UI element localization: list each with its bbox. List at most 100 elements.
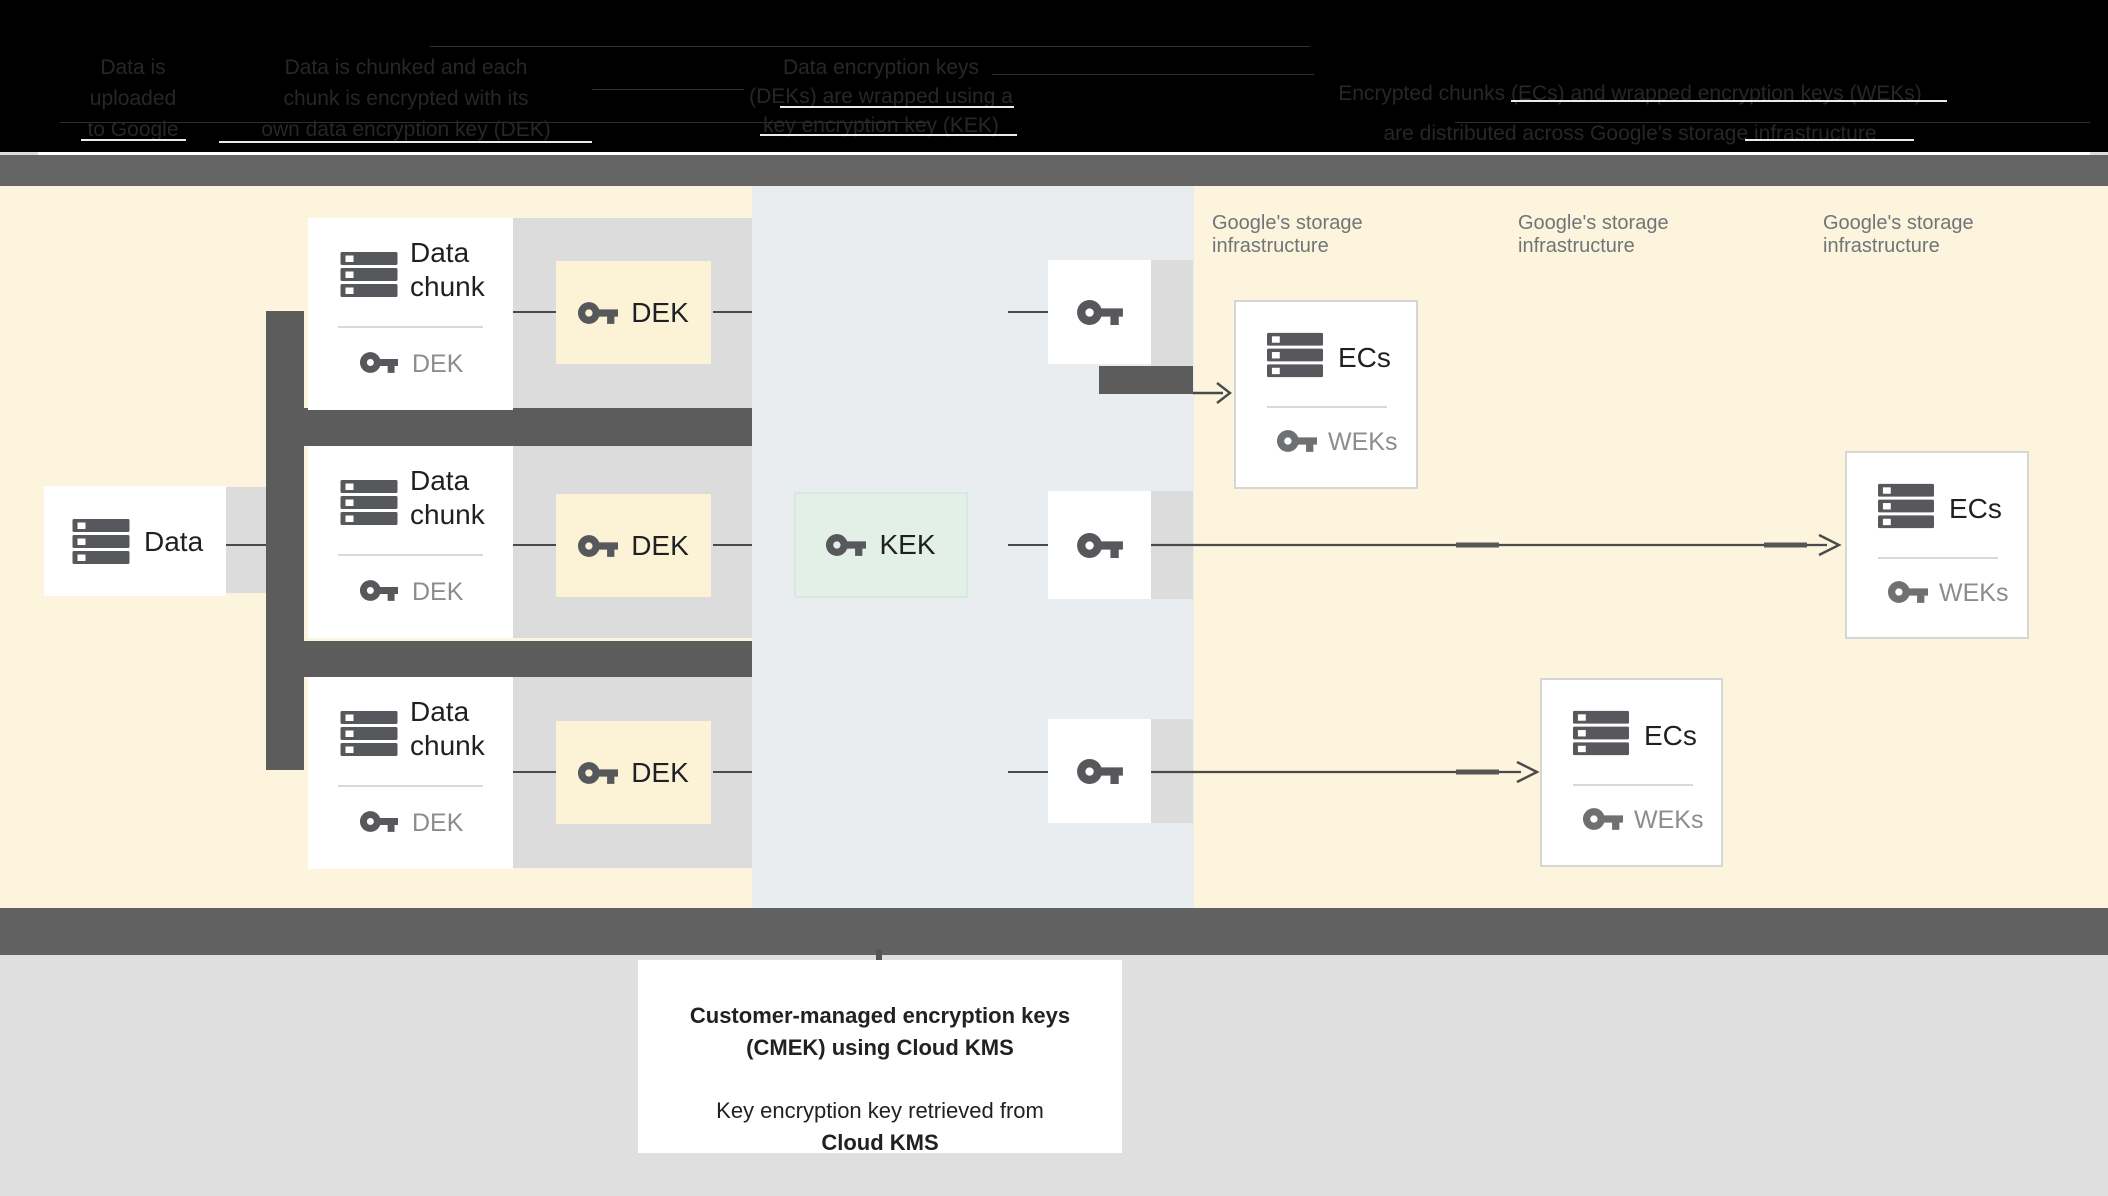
- data-chunk-label-line1: Data: [410, 237, 470, 268]
- header-link-underline: [760, 134, 1017, 136]
- connector-chunk1-dek1: [513, 311, 556, 313]
- storage-label-1: Google's storage infrastructure: [1212, 212, 1363, 258]
- arrow-to-ecs-bottom: [1151, 760, 1540, 784]
- chunk-connector-band-2: [304, 641, 752, 677]
- database-icon: [1267, 332, 1323, 378]
- top-divider-bar: [0, 155, 2108, 186]
- diagram-canvas: Data Data chunk DEK Data chunk DEK: [0, 186, 2108, 908]
- ec-divider: [1878, 557, 1998, 559]
- dek-sublabel: DEK: [412, 809, 464, 837]
- header-hairline: [60, 122, 930, 123]
- storage-label-line2: infrastructure: [1518, 235, 1635, 257]
- ecs-label: ECs: [1338, 342, 1391, 373]
- chunk-connector-band-1: [304, 408, 752, 446]
- step-1-line: uploaded: [89, 87, 177, 110]
- key-icon: [360, 580, 398, 601]
- data-connector-strip: [226, 487, 266, 593]
- database-icon: [1573, 710, 1629, 756]
- kek-label: KEK: [879, 529, 936, 560]
- data-chunk-label-line2: chunk: [410, 499, 485, 530]
- header-link-underline: [81, 139, 186, 141]
- ec-divider: [1267, 406, 1387, 408]
- step-3-line: key encryption key (KEK): [763, 114, 999, 137]
- ec-box-top: ECs WEKs: [1234, 300, 1418, 489]
- data-chunk-label: Data chunk: [410, 695, 485, 763]
- storage-label-2: Google's storage infrastructure: [1518, 212, 1669, 258]
- dek-label: DEK: [631, 529, 689, 561]
- dek-chip-1: DEK: [556, 261, 711, 364]
- caption-card: Customer-managed encryption keys (CMEK) …: [638, 960, 1122, 1155]
- step-2-description: Data is chunked and each chunk is encryp…: [212, 52, 600, 145]
- step-1-line: to Google: [87, 118, 179, 141]
- caption-title-line2: (CMEK) using Cloud KMS: [746, 1035, 1014, 1060]
- data-chunk-label-line1: Data: [410, 465, 470, 496]
- weks-label: WEKs: [1634, 806, 1704, 834]
- connector-dek3-panel: [713, 771, 752, 773]
- key-icon: [1583, 808, 1623, 830]
- arrow-to-ecs-top: [1193, 382, 1232, 404]
- header-separator-line: [38, 152, 2090, 155]
- data-chunk-box-2: Data chunk DEK: [308, 446, 513, 638]
- database-icon: [1878, 483, 1934, 529]
- storage-label-line1: Google's storage: [1823, 212, 1974, 234]
- header-link-underline: [1745, 139, 1914, 141]
- data-chunk-label-line2: chunk: [410, 730, 485, 761]
- header-hairline: [1455, 122, 2090, 123]
- header-black-bar: Data is uploaded to Google Data is chunk…: [0, 0, 2108, 152]
- storage-label-line1: Google's storage: [1518, 212, 1669, 234]
- database-icon: [340, 711, 398, 756]
- step-1-line: Data is: [100, 56, 166, 79]
- step-3-line: Data encryption keys: [782, 56, 980, 79]
- ecs-label: ECs: [1949, 493, 2002, 524]
- storage-label-line2: infrastructure: [1823, 235, 1940, 257]
- caption-subtitle-line2: Cloud KMS: [821, 1130, 939, 1155]
- connector-chunk2-dek2: [513, 544, 556, 546]
- header-link-underline: [219, 141, 592, 143]
- data-chunk-label: Data chunk: [410, 236, 485, 304]
- step-4-line: are distributed across Google's storage …: [1383, 122, 1877, 145]
- caption-subtitle-line1: Key encryption key retrieved from: [716, 1098, 1044, 1123]
- caption-title: Customer-managed encryption keys (CMEK) …: [638, 1000, 1122, 1064]
- dek-label: DEK: [631, 296, 689, 328]
- key-icon: [1277, 430, 1317, 452]
- step-2-line: chunk is encrypted with its: [283, 87, 529, 110]
- key-icon: [1888, 581, 1928, 603]
- chunk-divider: [338, 554, 483, 556]
- chunk-divider: [338, 785, 483, 787]
- chunk-divider: [338, 326, 483, 328]
- step-2-line: Data is chunked and each: [284, 56, 528, 79]
- connector-dek2-panel: [713, 544, 752, 546]
- connector-panel-key1: [1008, 311, 1048, 313]
- kms-key-box-1: [1048, 260, 1151, 364]
- key-icon: [1076, 758, 1123, 784]
- key-icon: [578, 534, 619, 557]
- data-chunk-label-line1: Data: [410, 696, 470, 727]
- storage-label-line2: infrastructure: [1212, 235, 1329, 257]
- data-chunk-box-1: Data chunk DEK: [308, 218, 513, 410]
- dek-sublabel: DEK: [412, 578, 464, 606]
- data-label: Data: [144, 526, 204, 557]
- key-icon: [360, 811, 398, 832]
- caption-subtitle: Key encryption key retrieved from Cloud …: [638, 1095, 1122, 1159]
- header-link-underline: [780, 106, 1014, 108]
- storage-label-3: Google's storage infrastructure: [1823, 212, 1974, 258]
- connector-panel-key2: [1008, 544, 1048, 546]
- key-box-shadow: [1151, 260, 1193, 366]
- connector-data-trunk: [226, 544, 266, 546]
- data-chunk-box-3: Data chunk DEK: [308, 677, 513, 869]
- bottom-divider-bar: [0, 908, 2108, 955]
- key-icon: [578, 301, 619, 324]
- database-icon: [72, 519, 130, 564]
- header-hairline: [430, 46, 1310, 47]
- key-icon: [1076, 299, 1123, 325]
- kek-box: KEK: [794, 492, 968, 598]
- weks-label: WEKs: [1939, 579, 2009, 607]
- caption-pointer-tick: [876, 949, 882, 961]
- database-icon: [340, 480, 398, 525]
- step-4-description: Encrypted chunks (ECs) and wrapped encry…: [1310, 74, 1950, 154]
- step-3-description: Data encryption keys (DEKs) are wrapped …: [742, 53, 1020, 140]
- dek-label: DEK: [631, 756, 689, 788]
- key-icon: [826, 534, 867, 556]
- key-icon: [1076, 532, 1123, 558]
- step-2-line: own data encryption key (DEK): [261, 118, 551, 141]
